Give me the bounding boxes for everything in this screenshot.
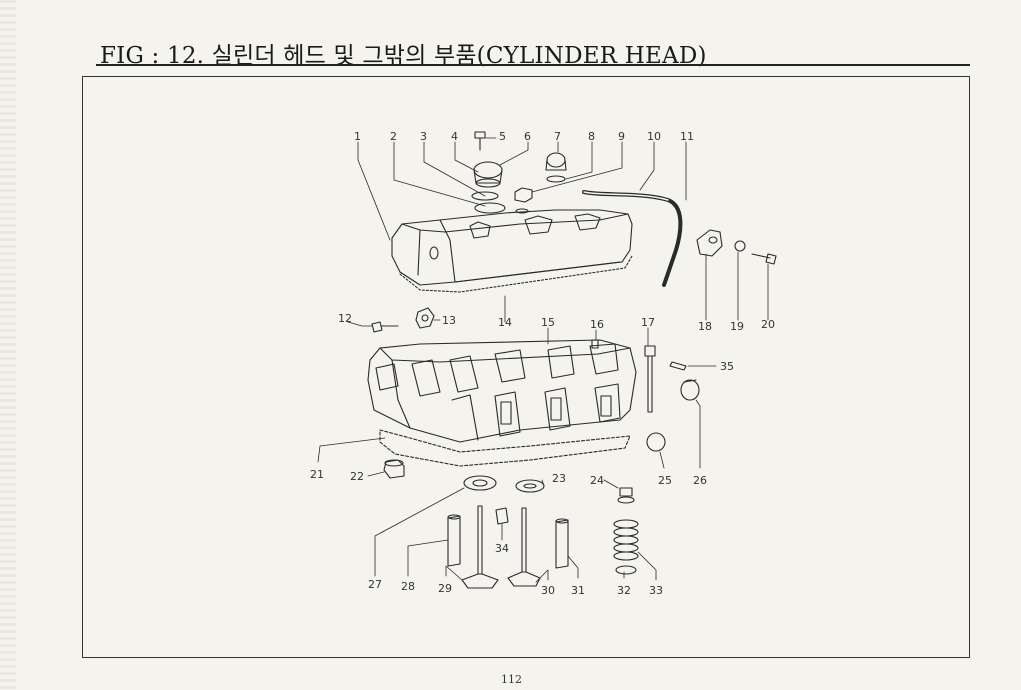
callout-22: 22 <box>350 470 364 483</box>
callout-24: 24 <box>590 474 604 487</box>
callout-15: 15 <box>541 316 555 329</box>
callout-21: 21 <box>310 468 324 481</box>
callout-6: 6 <box>524 130 531 143</box>
engine-hanger <box>415 307 435 329</box>
head-bolt <box>644 345 656 413</box>
small-washer <box>515 208 529 214</box>
callout-7: 7 <box>554 130 561 143</box>
callout-26: 26 <box>693 474 707 487</box>
callout-3: 3 <box>420 130 427 143</box>
page-number: 112 <box>501 673 522 686</box>
callout-17: 17 <box>641 316 655 329</box>
plug-cap <box>646 432 666 452</box>
cylinder-head <box>367 339 637 443</box>
callout-14: 14 <box>498 316 512 329</box>
figure-frame <box>82 76 970 658</box>
callout-5: 5 <box>499 130 506 143</box>
callout-29: 29 <box>438 582 452 595</box>
callout-19: 19 <box>730 320 744 333</box>
callout-28: 28 <box>401 580 415 593</box>
rocker-cover-gasket <box>399 255 633 293</box>
seal-cup <box>383 459 405 479</box>
spring-seat <box>463 475 497 491</box>
callout-4: 4 <box>451 130 458 143</box>
callout-23: 23 <box>552 472 566 485</box>
callout-34: 34 <box>495 542 509 555</box>
valve-spring <box>613 519 639 561</box>
binding-edge <box>0 0 16 690</box>
callout-9: 9 <box>618 130 625 143</box>
callout-11: 11 <box>680 130 694 143</box>
cover-nut <box>514 187 533 203</box>
valve-stem-seal <box>495 507 509 525</box>
cover-bolt <box>474 131 486 151</box>
exhaust-valve <box>507 507 541 587</box>
callout-31: 31 <box>571 584 585 597</box>
callout-8: 8 <box>588 130 595 143</box>
callout-32: 32 <box>617 584 631 597</box>
callout-33: 33 <box>649 584 663 597</box>
callout-10: 10 <box>647 130 661 143</box>
callout-25: 25 <box>658 474 672 487</box>
leader-lines <box>317 137 769 583</box>
valve-guide <box>447 514 461 567</box>
plug <box>591 339 599 349</box>
washer <box>546 175 566 183</box>
intake-valve <box>461 505 499 589</box>
expansion-plug <box>680 379 700 401</box>
callout-numbers: 1 2 3 4 5 6 7 8 9 10 11 12 13 14 15 16 1… <box>310 130 775 597</box>
head-gasket <box>379 429 631 467</box>
callout-27: 27 <box>368 578 382 591</box>
valve-cap <box>617 487 635 504</box>
callout-30: 30 <box>541 584 555 597</box>
callout-2: 2 <box>390 130 397 143</box>
title-rule <box>96 64 970 66</box>
hose-clip <box>696 229 723 257</box>
callout-16: 16 <box>590 318 604 331</box>
spring-washer <box>615 565 637 575</box>
callout-35: 35 <box>720 360 734 373</box>
breather-hose <box>582 190 683 287</box>
dowel-pin <box>669 361 687 371</box>
hanger-bolt <box>371 321 399 333</box>
seal-washer <box>471 191 499 201</box>
clip-washer <box>734 240 746 252</box>
breather-cap <box>545 152 567 171</box>
valve-spring-seat <box>515 479 545 493</box>
valve-guide <box>555 518 569 569</box>
seal-washer <box>474 202 506 214</box>
callout-12: 12 <box>338 312 352 325</box>
callout-18: 18 <box>698 320 712 333</box>
rocker-cover <box>391 209 633 286</box>
oil-filler-cap <box>473 161 503 188</box>
clip-bolt <box>751 253 777 265</box>
callout-1: 1 <box>354 130 361 143</box>
callout-13: 13 <box>442 314 456 327</box>
callout-20: 20 <box>761 318 775 331</box>
